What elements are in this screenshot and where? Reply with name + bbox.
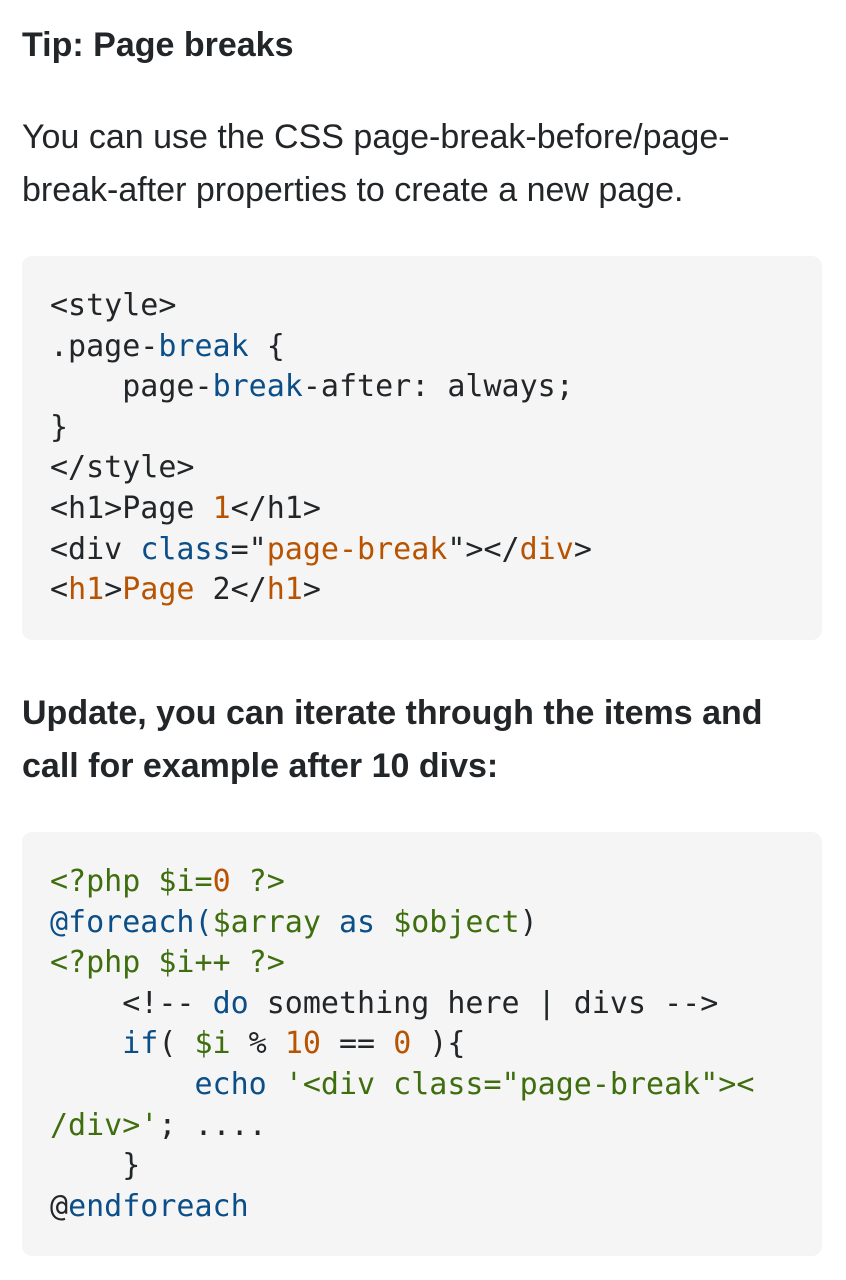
code-token: /div>': [50, 1107, 159, 1143]
code-token: 10: [284, 1026, 321, 1062]
code-line: if( $i % 10 == 0 ){: [50, 1024, 822, 1065]
code-line: echo '<div class="page-break"><: [50, 1065, 822, 1106]
code-token: endforeach: [68, 1188, 249, 1224]
code-token: ){: [411, 1026, 466, 1062]
code-token: break: [158, 328, 249, 364]
code-token: class: [140, 531, 231, 567]
code-token: <h1>Page: [50, 490, 213, 526]
description-paragraph: You can use the CSS page-break-before/pa…: [22, 111, 822, 217]
code-line: <h1>Page 1</h1>: [50, 489, 822, 530]
code-token: something here | divs -->: [248, 985, 719, 1021]
code-line: <!-- do something here | divs -->: [50, 984, 822, 1025]
tip-heading: Tip: Page breaks: [22, 26, 294, 64]
code-token: .page-: [50, 328, 159, 364]
code-token: h1: [68, 572, 105, 608]
code-token: (: [158, 1026, 195, 1062]
code-token: page-break: [266, 531, 448, 567]
code-line: page-break-after: always;: [50, 367, 822, 408]
code-token: page-: [50, 369, 213, 405]
code-token: ==: [320, 1026, 394, 1062]
update-heading-line: Update, you can iterate through the item…: [22, 694, 763, 732]
code-token: echo: [50, 1066, 267, 1102]
code-token: {: [248, 328, 285, 364]
code-token: h1: [266, 572, 303, 608]
code-token: >: [104, 572, 123, 608]
css-code-block[interactable]: <style>.page-break { page-break-after: a…: [22, 256, 822, 640]
code-token: <style>: [50, 288, 177, 323]
code-token: div: [519, 531, 574, 567]
code-line: }: [50, 1146, 822, 1187]
code-token: }: [50, 1148, 141, 1184]
code-token: '<div class="page-break"><: [284, 1066, 755, 1102]
code-token: Page: [122, 572, 195, 608]
code-line: <?php $i++ ?>: [50, 943, 822, 984]
code-token: @: [50, 1188, 69, 1224]
code-line: }: [50, 408, 822, 449]
code-line: <?php $i=0 ?>: [50, 862, 822, 903]
code-token: ): [519, 904, 538, 940]
code-line: <div class="page-break"></div>: [50, 530, 822, 571]
code-token: }: [50, 409, 69, 445]
code-token: 0: [393, 1026, 412, 1062]
code-line: .page-break {: [50, 327, 822, 368]
code-token: 2</: [194, 572, 267, 608]
code-line: @foreach($array as $object): [50, 903, 822, 944]
code-token: =": [230, 531, 267, 567]
code-token: <?php $i++ ?>: [50, 945, 285, 981]
code-token: </style>: [50, 450, 195, 486]
update-heading-line: call for example after 10 divs:: [22, 747, 499, 785]
code-token: @foreach(: [50, 904, 213, 940]
code-token: </h1>: [230, 490, 321, 526]
code-token: ?>: [230, 864, 285, 899]
code-token: as: [320, 904, 394, 940]
code-token: 0: [212, 864, 231, 899]
code-token: $i: [194, 1026, 231, 1062]
code-line: </style>: [50, 448, 822, 489]
code-token: ; ....: [158, 1107, 267, 1143]
code-line: @endforeach: [50, 1187, 822, 1228]
code-token: do: [212, 985, 249, 1021]
php-code-block[interactable]: <?php $i=0 ?>@foreach($array as $object)…: [22, 832, 822, 1256]
code-token: >: [573, 531, 592, 567]
update-heading: Update, you can iterate through the item…: [22, 687, 822, 793]
code-token: "></: [447, 531, 520, 567]
code-line: <style>: [50, 286, 822, 327]
code-token: $object: [393, 904, 520, 940]
code-line: <h1>Page 2</h1>: [50, 570, 822, 611]
code-token: %: [230, 1026, 285, 1062]
code-token: if: [50, 1026, 159, 1062]
code-token: -after: always;: [302, 369, 574, 405]
code-token: >: [302, 572, 321, 608]
code-token: break: [212, 369, 303, 405]
code-token: [267, 1067, 285, 1102]
paragraph-line: break-after properties to create a new p…: [22, 171, 684, 209]
code-line: /div>'; ....: [50, 1106, 822, 1147]
code-token: $array: [212, 904, 321, 940]
code-token: <: [50, 572, 69, 608]
paragraph-line: You can use the CSS page-break-before/pa…: [22, 118, 730, 156]
code-token: <?php $i=: [50, 864, 213, 899]
code-token: <!--: [50, 985, 213, 1021]
code-token: 1: [212, 490, 231, 526]
code-token: <div: [50, 531, 141, 567]
